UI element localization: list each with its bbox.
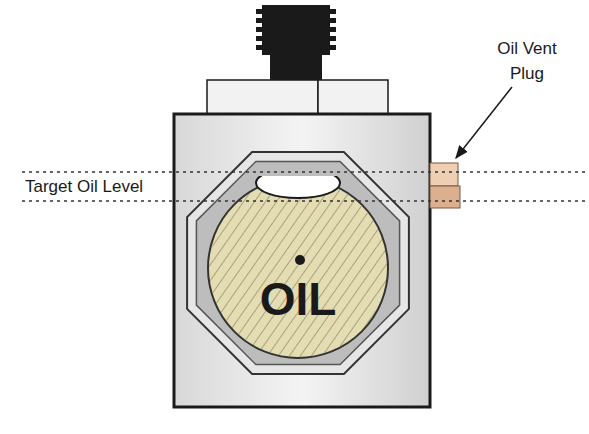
center-dot — [295, 255, 305, 265]
cap-ridges — [256, 9, 336, 50]
level-line-upper — [22, 171, 589, 173]
cap-ridge — [256, 45, 336, 50]
reservoir-body — [174, 114, 430, 407]
level-label: Target Oil Level — [25, 177, 143, 196]
oil-hatching — [209, 179, 387, 357]
sight-glass-frame-inner — [196, 161, 399, 364]
leader-arrow — [456, 87, 512, 158]
air-bubble — [256, 176, 340, 198]
cap-ridge — [256, 18, 336, 23]
cap-ridge — [256, 9, 336, 14]
cap-ridge — [256, 36, 336, 41]
hex-nut-right — [318, 80, 388, 114]
hex-nut-left — [207, 80, 318, 114]
sight-glass-label: OIL — [206, 274, 390, 324]
vent-plug-top — [430, 163, 458, 186]
vent-plug-bottom — [430, 186, 460, 208]
sight-glass: OIL — [206, 176, 390, 360]
part-name: Oil Vent Plug — [482, 36, 572, 86]
sight-glass-shape — [206, 176, 390, 360]
sight-glass-frame — [187, 152, 409, 374]
cap-ridge — [256, 27, 336, 32]
connector-neck — [270, 55, 322, 81]
oil-window — [208, 178, 388, 358]
